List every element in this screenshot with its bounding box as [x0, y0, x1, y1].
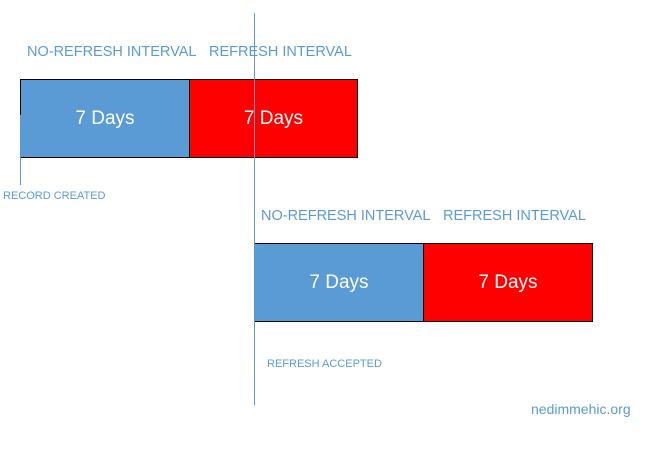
bottom-no-refresh-label: NO-REFRESH INTERVAL: [261, 208, 431, 224]
top-refresh-value: 7 Days: [243, 107, 304, 129]
bottom-refresh-interval-bar: 7 Days: [423, 243, 593, 322]
top-refresh-label: REFRESH INTERVAL: [209, 44, 352, 60]
watermark-text: nedimmehic.org: [531, 401, 631, 417]
refresh-accepted-marker-line: [254, 13, 255, 405]
refresh-accepted-label: REFRESH ACCEPTED: [267, 358, 382, 370]
bottom-no-refresh-interval-bar: 7 Days: [254, 243, 424, 322]
bottom-no-refresh-value: 7 Days: [309, 271, 369, 293]
top-no-refresh-interval-bar: 7 Days: [20, 79, 190, 158]
top-no-refresh-value: 7 Days: [75, 107, 135, 129]
bottom-refresh-label: REFRESH INTERVAL: [443, 208, 586, 224]
record-created-label: RECORD CREATED: [3, 190, 106, 202]
bottom-refresh-value: 7 Days: [478, 271, 538, 293]
top-refresh-interval-bar: 7 Days: [189, 79, 358, 158]
record-created-marker-line: [20, 115, 21, 185]
top-no-refresh-label: NO-REFRESH INTERVAL: [27, 44, 197, 60]
